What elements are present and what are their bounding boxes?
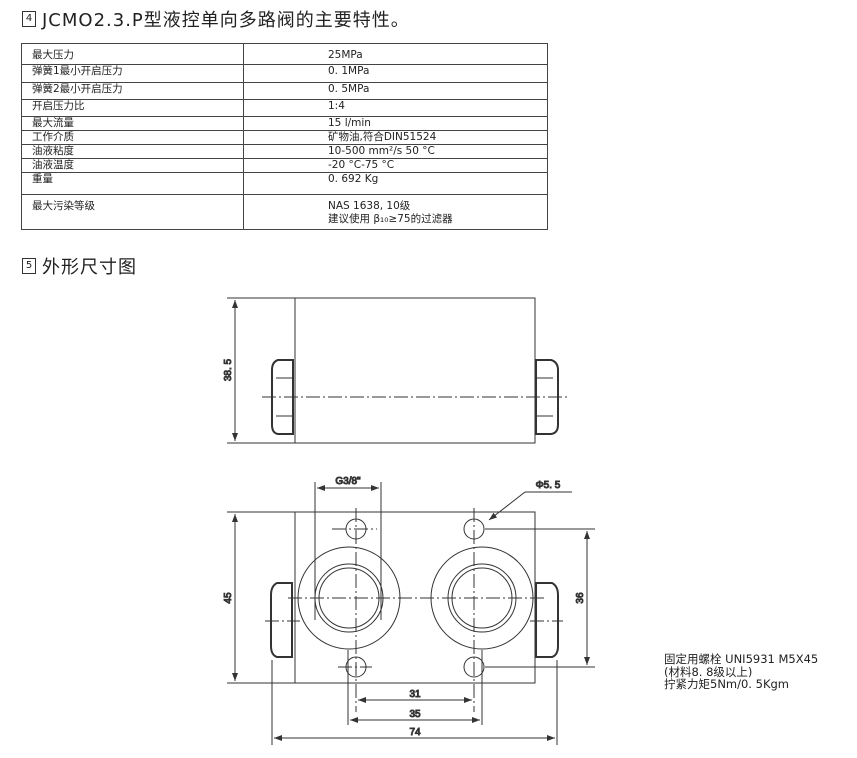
dim-hole-spacing-v: 36: [575, 592, 586, 604]
spec-value-text-2: 建议使用 β₁₀≥75的过滤器: [328, 213, 453, 225]
spec-value-text: 0. 1MPa: [328, 65, 370, 77]
section-4-heading: 4 JCMO2.3.P型液控单向多路阀的主要特性。: [22, 6, 410, 32]
bottom-view: [227, 482, 595, 745]
spec-value-text: -20 °C-75 °C: [328, 159, 395, 171]
spec-value-text: 10-500 mm²/s 50 °C: [328, 145, 435, 157]
section-number: 4: [22, 11, 36, 27]
top-view: [227, 297, 568, 444]
dim-port-spacing: 35: [409, 709, 421, 720]
section-title: 外形尺寸图: [42, 257, 137, 278]
mounting-note: 固定用螺栓 UNI5931 M5X45(材料8. 8级以上)拧紧力矩5Nm/0.…: [664, 653, 818, 691]
spec-value-text: 矿物油,符合DIN51524: [328, 131, 437, 143]
spec-value: NAS 1638, 10级建议使用 β₁₀≥75的过滤器: [243, 194, 548, 230]
dim-hole-spacing-h: 31: [409, 689, 421, 700]
spec-label: 最大污染等级: [21, 194, 244, 230]
note-line: (材料8. 8级以上): [664, 664, 753, 679]
spec-value-text: NAS 1638, 10级: [328, 200, 411, 212]
spec-value-text: 1:4: [328, 100, 345, 112]
spec-row: 油液温度 -20 °C-75 °C: [21, 158, 548, 173]
dim-height-top: 38. 5: [223, 358, 234, 381]
spec-value-text: 15 l/min: [328, 117, 371, 129]
section-number: 5: [22, 258, 36, 274]
section-title: JCMO2.3.P型液控单向多路阀的主要特性。: [42, 10, 410, 31]
note-line: 拧紧力矩5Nm/0. 5Kgm: [664, 677, 789, 691]
spec-value-text: 25MPa: [328, 49, 363, 61]
note-line: 固定用螺栓 UNI5931 M5X45: [664, 652, 819, 666]
spec-value-text: 0. 692 Kg: [328, 173, 379, 185]
spec-value: -20 °C-75 °C: [243, 158, 548, 173]
section-5-heading: 5 外形尺寸图: [22, 253, 137, 279]
spec-label: 油液温度: [21, 158, 244, 173]
dim-port: G3/8": [335, 476, 361, 487]
dim-hole: Φ5. 5: [536, 480, 561, 491]
dim-total-length: 74: [409, 727, 421, 738]
dim-height-bottom: 45: [223, 592, 234, 604]
spec-value-text: 0. 5MPa: [328, 83, 370, 95]
spec-row: 最大流量 15 l/min: [21, 116, 548, 131]
spec-label: 最大流量: [21, 116, 244, 131]
